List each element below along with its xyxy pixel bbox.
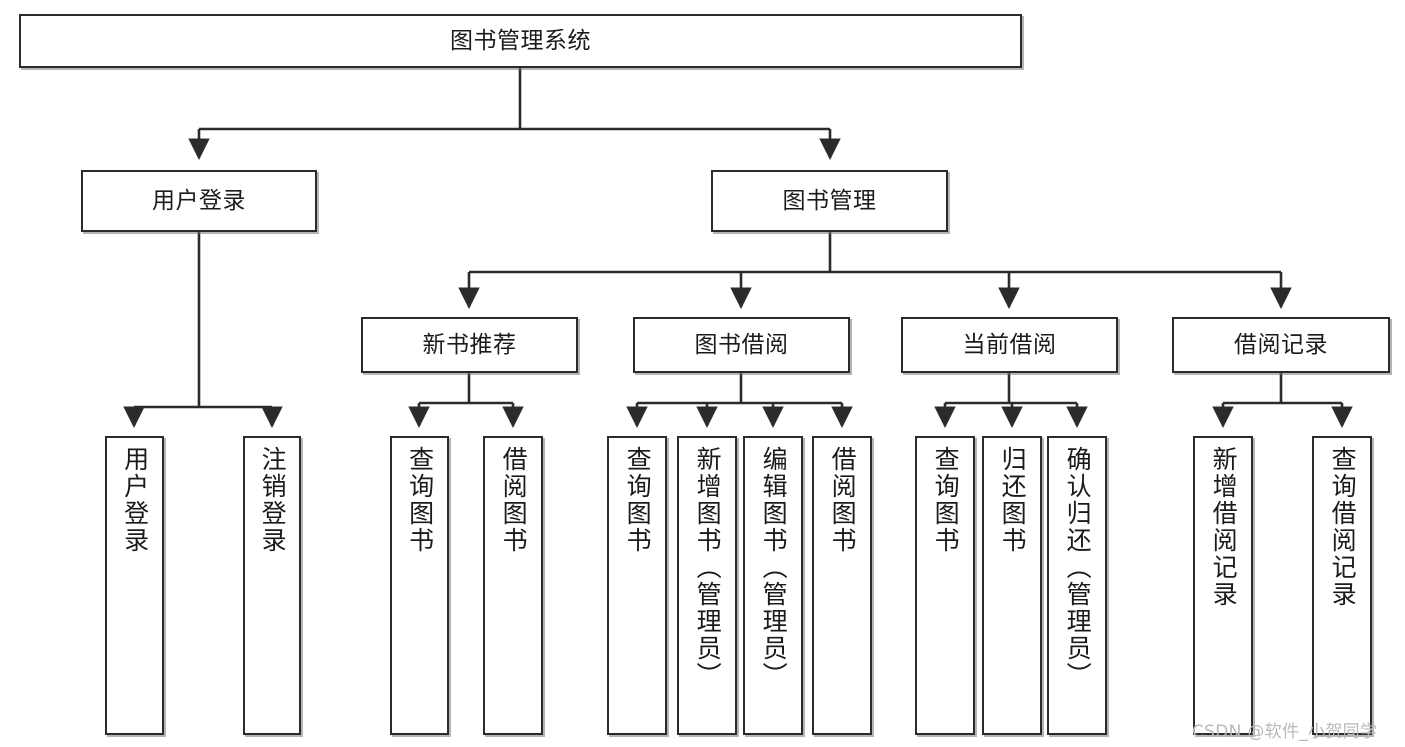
node-leaf-return-book-label: 归还图书 [998, 446, 1028, 554]
node-leaf-query-record[interactable]: 查询借阅记录 [1312, 436, 1372, 735]
node-borrow-record-label: 借阅记录 [1234, 331, 1328, 358]
node-root[interactable]: 图书管理系统 [19, 14, 1022, 68]
node-leaf-borrow-book-2-label: 借阅图书 [828, 446, 858, 554]
node-leaf-confirm-return-label: 确认归还（管理员） [1063, 446, 1093, 689]
node-leaf-confirm-return[interactable]: 确认归还（管理员） [1047, 436, 1107, 735]
node-current-borrow[interactable]: 当前借阅 [901, 317, 1118, 373]
node-leaf-query-book-1[interactable]: 查询图书 [390, 436, 449, 735]
node-leaf-user-login-label: 用户登录 [120, 446, 150, 554]
node-root-label: 图书管理系统 [450, 27, 591, 54]
node-leaf-add-book[interactable]: 新增图书（管理员） [677, 436, 737, 735]
node-leaf-return-book[interactable]: 归还图书 [982, 436, 1042, 735]
node-leaf-add-record[interactable]: 新增借阅记录 [1193, 436, 1253, 735]
node-leaf-query-book-3-label: 查询图书 [931, 446, 961, 554]
node-leaf-logout-label: 注销登录 [258, 446, 288, 554]
node-book-borrow-label: 图书借阅 [694, 331, 789, 358]
node-leaf-query-book-2-label: 查询图书 [623, 446, 653, 554]
node-leaf-edit-book[interactable]: 编辑图书（管理员） [743, 436, 803, 735]
node-leaf-query-book-3[interactable]: 查询图书 [915, 436, 975, 735]
node-leaf-query-book-1-label: 查询图书 [405, 446, 435, 554]
node-leaf-add-record-label: 新增借阅记录 [1209, 446, 1239, 608]
node-new-book-recommend[interactable]: 新书推荐 [361, 317, 578, 373]
node-user-login-label: 用户登录 [152, 187, 246, 214]
node-book-manage-label: 图书管理 [782, 187, 877, 214]
node-borrow-record[interactable]: 借阅记录 [1172, 317, 1390, 373]
node-leaf-add-book-label: 新增图书（管理员） [693, 446, 723, 689]
node-leaf-logout[interactable]: 注销登录 [243, 436, 301, 735]
node-new-book-recommend-label: 新书推荐 [422, 331, 517, 358]
node-leaf-user-login[interactable]: 用户登录 [105, 436, 164, 735]
node-leaf-borrow-book-1[interactable]: 借阅图书 [483, 436, 543, 735]
node-leaf-query-book-2[interactable]: 查询图书 [607, 436, 667, 735]
node-leaf-query-record-label: 查询借阅记录 [1328, 446, 1358, 608]
node-current-borrow-label: 当前借阅 [962, 331, 1057, 358]
node-user-login[interactable]: 用户登录 [81, 170, 317, 232]
csdn-watermark: CSDN @软件_小贺同学 [1192, 722, 1378, 742]
node-leaf-borrow-book-1-label: 借阅图书 [499, 446, 529, 554]
node-book-borrow[interactable]: 图书借阅 [633, 317, 850, 373]
node-leaf-borrow-book-2[interactable]: 借阅图书 [812, 436, 872, 735]
node-leaf-edit-book-label: 编辑图书（管理员） [759, 446, 789, 689]
node-book-manage[interactable]: 图书管理 [711, 170, 948, 232]
